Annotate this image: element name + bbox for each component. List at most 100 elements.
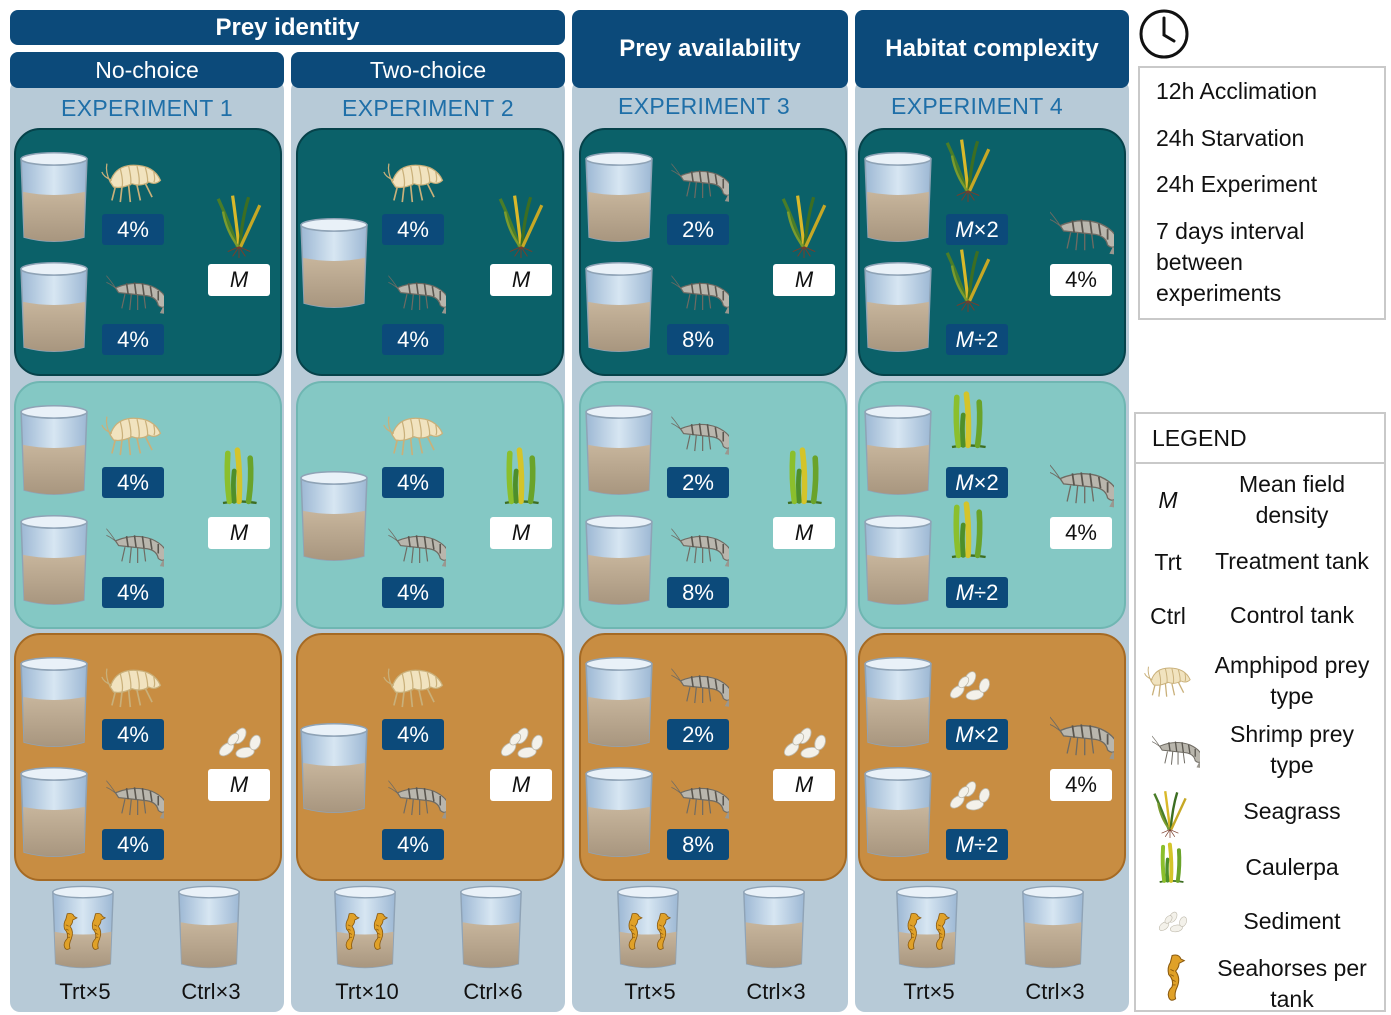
tank-icon: [18, 765, 90, 859]
header-habitat-complexity: Habitat complexity: [855, 10, 1129, 88]
seagrass-icon: [779, 194, 829, 258]
prey-density-tag: 8%: [667, 577, 729, 608]
experiment-3-label: EXPERIMENT 3: [618, 93, 790, 119]
shrimp-icon: [1140, 726, 1200, 770]
amphipod-icon: [96, 407, 168, 463]
prey-density-tag: 2%: [667, 214, 729, 245]
mean-density-box: M: [490, 517, 552, 549]
legend-ctrl-text: Control tank: [1229, 602, 1354, 628]
clock-icon: [1139, 9, 1189, 59]
legend-m-text-1: Mean field: [1238, 471, 1346, 497]
prey-density-tag: 4%: [382, 577, 444, 608]
caulerpa-icon: [496, 447, 546, 511]
shrimp-icon: [374, 515, 446, 571]
amphipod-icon: [378, 659, 450, 715]
seagrass-icon: [496, 194, 546, 258]
caulerpa-icon: [1154, 842, 1188, 888]
tank-icon: [18, 655, 90, 749]
tank-icon: [18, 403, 90, 497]
tank-icon: [18, 260, 90, 354]
control-tank-icon: [741, 884, 807, 970]
prey-density-box: 4%: [1050, 264, 1112, 296]
tank-icon: [862, 403, 934, 497]
experiment-4-label: EXPERIMENT 4: [891, 93, 1063, 119]
mean-density-box: M: [208, 517, 270, 549]
sediment-icon: [496, 719, 548, 761]
prey-density-tag: 4%: [102, 719, 164, 750]
legend-title-cell: [1134, 412, 1386, 464]
tank-icon: [18, 150, 90, 244]
amphipod-icon: [1140, 660, 1196, 702]
caulerpa-icon: [214, 447, 264, 511]
legend-amphipod-text-1: Amphipod prey: [1214, 652, 1370, 678]
treatment-count: Trt×5: [624, 979, 676, 1004]
mean-density-box: M: [773, 517, 835, 549]
treatment-count: Trt×5: [59, 979, 111, 1004]
tank-icon: [583, 403, 655, 497]
header-prey-identity: Prey identity: [10, 10, 565, 45]
experiment-1-label: EXPERIMENT 1: [61, 95, 233, 121]
amphipod-icon: [96, 154, 168, 210]
legend-m-text-2: density: [1255, 502, 1329, 528]
tank-icon: [298, 469, 370, 563]
treatment-tank-icon: [615, 884, 681, 970]
treatment-count: Trt×10: [335, 979, 399, 1004]
mean-density-box: M: [773, 264, 835, 296]
mean-density-box: M: [490, 769, 552, 801]
sediment-icon: [944, 663, 996, 703]
shrimp-icon: [1034, 703, 1114, 763]
prey-density-tag: 4%: [382, 719, 444, 750]
prey-density-tag: 2%: [667, 719, 729, 750]
prey-density-box: 4%: [1050, 517, 1112, 549]
sediment-icon: [214, 719, 266, 761]
control-tank-icon: [1020, 884, 1086, 970]
control-count: Ctrl×3: [181, 979, 241, 1004]
treatment-tank-icon: [332, 884, 398, 970]
step-interval-line3: experiments: [1156, 280, 1282, 306]
tank-icon: [862, 655, 934, 749]
legend-m-symbol: M: [1158, 487, 1178, 513]
step-acclimation: 12h Acclimation: [1156, 78, 1318, 104]
sediment-icon: [1156, 906, 1190, 934]
prey-density-tag: 8%: [667, 324, 729, 355]
caulerpa-icon: [944, 391, 992, 455]
seagrass-icon: [944, 248, 992, 312]
shrimp-icon: [657, 515, 729, 571]
header-prey-availability: Prey availability: [572, 10, 848, 88]
sediment-icon: [944, 773, 996, 813]
step-interval-line1: 7 days interval: [1156, 218, 1305, 244]
legend-shrimp-text-1: Shrimp prey: [1230, 721, 1354, 747]
shrimp-icon: [657, 403, 729, 459]
legend-trt-symbol: Trt: [1154, 549, 1182, 575]
prey-density-tag: 8%: [667, 829, 729, 860]
tank-icon: [862, 150, 934, 244]
seagrass-icon: [944, 138, 992, 202]
header-no-choice: No-choice: [10, 52, 284, 88]
amphipod-icon: [378, 407, 450, 463]
prey-density-tag: 4%: [382, 324, 444, 355]
tank-icon: [583, 765, 655, 859]
step-experiment: 24h Experiment: [1156, 171, 1318, 197]
amphipod-icon: [378, 154, 450, 210]
tank-icon: [583, 260, 655, 354]
shrimp-icon: [657, 767, 729, 823]
habitat-density-tag: M×2: [946, 719, 1008, 750]
habitat-density-tag: M×2: [946, 467, 1008, 498]
seagrass-icon: [214, 194, 264, 258]
prey-density-tag: 2%: [667, 467, 729, 498]
legend-title: LEGEND: [1152, 425, 1247, 451]
tank-icon: [583, 655, 655, 749]
treatment-count: Trt×5: [903, 979, 955, 1004]
prey-density-tag: 4%: [382, 467, 444, 498]
legend-amphipod-text-2: type: [1270, 683, 1314, 709]
sediment-icon: [779, 719, 831, 761]
shrimp-icon: [1034, 451, 1114, 511]
prey-density-tag: 4%: [102, 577, 164, 608]
shrimp-icon: [92, 767, 164, 823]
header-two-choice: Two-choice: [291, 52, 565, 88]
treatment-tank-icon: [50, 884, 116, 970]
tank-icon: [298, 216, 370, 310]
seahorse-icon: [1160, 952, 1186, 1004]
tank-icon: [862, 260, 934, 354]
prey-density-tag: 4%: [102, 467, 164, 498]
